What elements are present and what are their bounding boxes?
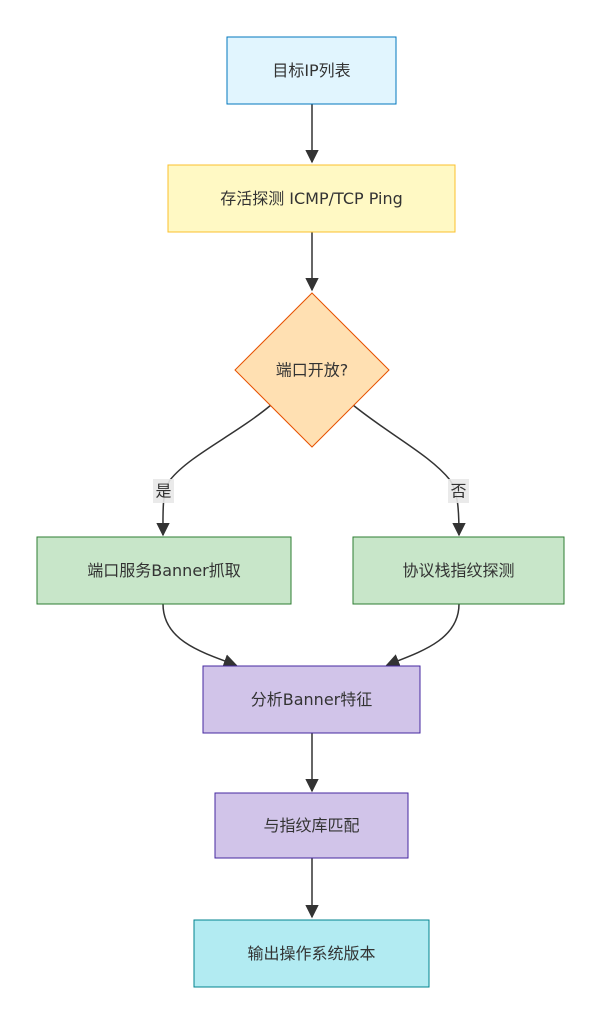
edge-decision-to-stack (352, 404, 466, 537)
yes-label: 是 (155, 482, 171, 501)
no-label: 否 (450, 482, 466, 501)
node-analyze-banner[interactable]: 分析Banner特征 (202, 665, 421, 734)
node-banner-grab[interactable]: 端口服务Banner抓取 (36, 536, 292, 605)
node-label: 端口服务Banner抓取 (87, 561, 241, 580)
node-label: 目标IP列表 (272, 61, 350, 80)
edge-stack-to-analyze (385, 603, 460, 667)
node-label: 输出操作系统版本 (247, 944, 375, 963)
node-label: 协议栈指纹探测 (402, 561, 514, 580)
node-stack-fingerprint[interactable]: 协议栈指纹探测 (352, 536, 565, 605)
node-match-fingerprint-db[interactable]: 与指纹库匹配 (214, 792, 409, 859)
node-output-os-version[interactable]: 输出操作系统版本 (193, 919, 430, 988)
node-target-ip-list[interactable]: 目标IP列表 (226, 36, 397, 105)
edge-banner-to-analyze (162, 603, 238, 668)
node-label: 分析Banner特征 (251, 690, 373, 709)
edge-label-no: 否 (448, 479, 469, 503)
edge-decision-to-banner (156, 404, 272, 537)
node-liveness-probe[interactable]: 存活探测 ICMP/TCP Ping (167, 164, 456, 233)
node-label: 与指纹库匹配 (263, 816, 359, 835)
edge-label-yes: 是 (153, 479, 174, 503)
node-label: 存活探测 ICMP/TCP Ping (220, 189, 403, 208)
node-label: 端口开放? (276, 361, 349, 380)
node-port-open-decision[interactable]: 端口开放? (234, 292, 390, 448)
